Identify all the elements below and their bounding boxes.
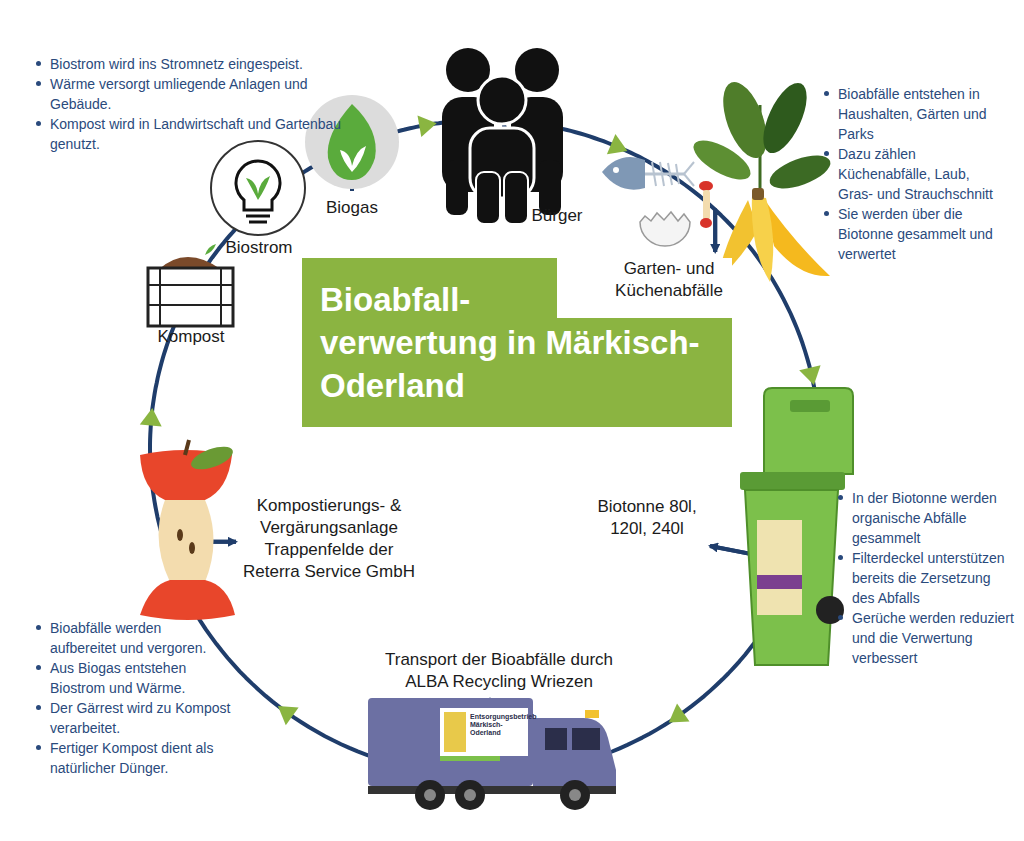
people-icon	[442, 48, 563, 224]
station-label: Bürger	[522, 201, 592, 231]
bullet-dot	[824, 211, 829, 216]
bullet-text: Biostrom wird ins Stromnetz eingespeist.	[50, 56, 303, 72]
station-label: Garten- und Küchenabfälle	[594, 254, 744, 306]
bullet-text: Fertiger Kompost dient als natürlicher D…	[50, 740, 213, 776]
node-text: Biostrom	[218, 237, 300, 259]
bullet-item: Gerüche werden reduziert und die Verwert…	[838, 608, 1016, 668]
flow-arrowhead	[418, 115, 437, 137]
compost-crate-icon	[148, 244, 233, 326]
node-text: Biogas	[316, 197, 388, 219]
node-text: Transport der Bioabfälle durch ALBA Recy…	[372, 649, 626, 693]
waste-illustration	[602, 76, 835, 282]
bullet-item: Kompost wird in Landwirtschaft und Garte…	[36, 114, 346, 154]
bullet-text: In der Biotonne werden organische Abfäll…	[852, 490, 997, 546]
flow-arrowhead	[607, 134, 628, 154]
bullet-text: Bioabfälle werden aufbereitet und vergor…	[50, 620, 206, 656]
bullet-text: Bioabfälle entstehen in Haushalten, Gärt…	[838, 86, 987, 142]
truck-icon	[368, 698, 616, 810]
bullet-text: Sie werden über die Biotonne gesammelt u…	[838, 206, 993, 262]
bullet-dot	[36, 61, 41, 66]
station-label: Biotonne 80l, 120l, 240l	[586, 492, 708, 544]
biogas-icon	[305, 95, 399, 189]
flow-arrowhead	[799, 365, 820, 385]
station-label: Transport der Bioabfälle durch ALBA Recy…	[368, 645, 630, 697]
node-text: Bürger	[526, 205, 588, 227]
bullet-text: Aus Biogas entstehen Biostrom und Wärme.	[50, 660, 186, 696]
bullet-dot	[36, 121, 41, 126]
bullet-text: Wärme versorgt umliegende Anlagen und Ge…	[50, 76, 308, 112]
node-text: Garten- und Küchenabfälle	[598, 258, 740, 302]
bullet-dot	[36, 705, 41, 710]
bulb-icon	[211, 141, 305, 235]
bullet-item: Fertiger Kompost dient als natürlicher D…	[36, 738, 231, 778]
bullet-text: Kompost wird in Landwirtschaft und Garte…	[50, 116, 341, 152]
apple-core-icon	[140, 440, 236, 620]
station-label: Kompost	[146, 322, 236, 352]
station-label: Biostrom	[214, 233, 304, 263]
bullet-list: Biostrom wird ins Stromnetz eingespeist.…	[36, 54, 346, 154]
bullet-item: Aus Biogas entstehen Biostrom und Wärme.	[36, 658, 231, 698]
bullet-dot	[824, 91, 829, 96]
node-text: Kompostierungs- & Vergärungsanlage Trapp…	[242, 495, 416, 583]
truck-lettering: Entsorgungsbetrieb Märkisch-Oderland	[470, 713, 526, 737]
bullet-list: In der Biotonne werden organische Abfäll…	[838, 488, 1016, 668]
bullet-text: Filterdeckel unterstützen bereits die Ze…	[852, 550, 1005, 606]
station-label: Biogas	[312, 193, 392, 223]
bullet-list: Bioabfälle werden aufbereitet und vergor…	[36, 618, 231, 778]
node-text: Kompost	[150, 326, 232, 348]
bullet-text: Gerüche werden reduziert und die Verwert…	[852, 610, 1014, 666]
node-text: Biotonne 80l, 120l, 240l	[590, 496, 704, 540]
bullet-dot	[36, 81, 41, 86]
bullet-item: In der Biotonne werden organische Abfäll…	[838, 488, 1016, 548]
flow-arrowhead	[278, 706, 299, 725]
bullet-item: Sie werden über die Biotonne gesammelt u…	[824, 204, 1004, 264]
flow-arrowhead	[140, 408, 162, 427]
bullet-text: Dazu zählen Küchenabfälle, Laub, Gras- u…	[838, 146, 993, 202]
flow-arrowhead	[669, 703, 690, 722]
station-label: Kompostierungs- & Vergärungsanlage Trapp…	[238, 491, 420, 587]
bullet-item: Der Gärrest wird zu Kompost verarbeitet.	[36, 698, 231, 738]
biobin-icon	[740, 388, 853, 665]
bullet-item: Bioabfälle werden aufbereitet und vergor…	[36, 618, 231, 658]
bullet-dot	[838, 555, 843, 560]
bullet-item: Biostrom wird ins Stromnetz eingespeist.	[36, 54, 346, 74]
bullet-item: Wärme versorgt umliegende Anlagen und Ge…	[36, 74, 346, 114]
bullet-item: Filterdeckel unterstützen bereits die Ze…	[838, 548, 1016, 608]
bullet-text: Der Gärrest wird zu Kompost verarbeitet.	[50, 700, 231, 736]
bullet-dot	[36, 745, 41, 750]
bullet-item: Bioabfälle entstehen in Haushalten, Gärt…	[824, 84, 1004, 144]
bullet-dot	[36, 625, 41, 630]
bullet-item: Dazu zählen Küchenabfälle, Laub, Gras- u…	[824, 144, 1004, 204]
bullet-list: Bioabfälle entstehen in Haushalten, Gärt…	[824, 84, 1004, 264]
bullet-dot	[36, 665, 41, 670]
bullet-dot	[838, 495, 843, 500]
bullet-dot	[838, 615, 843, 620]
bullet-dot	[824, 151, 829, 156]
